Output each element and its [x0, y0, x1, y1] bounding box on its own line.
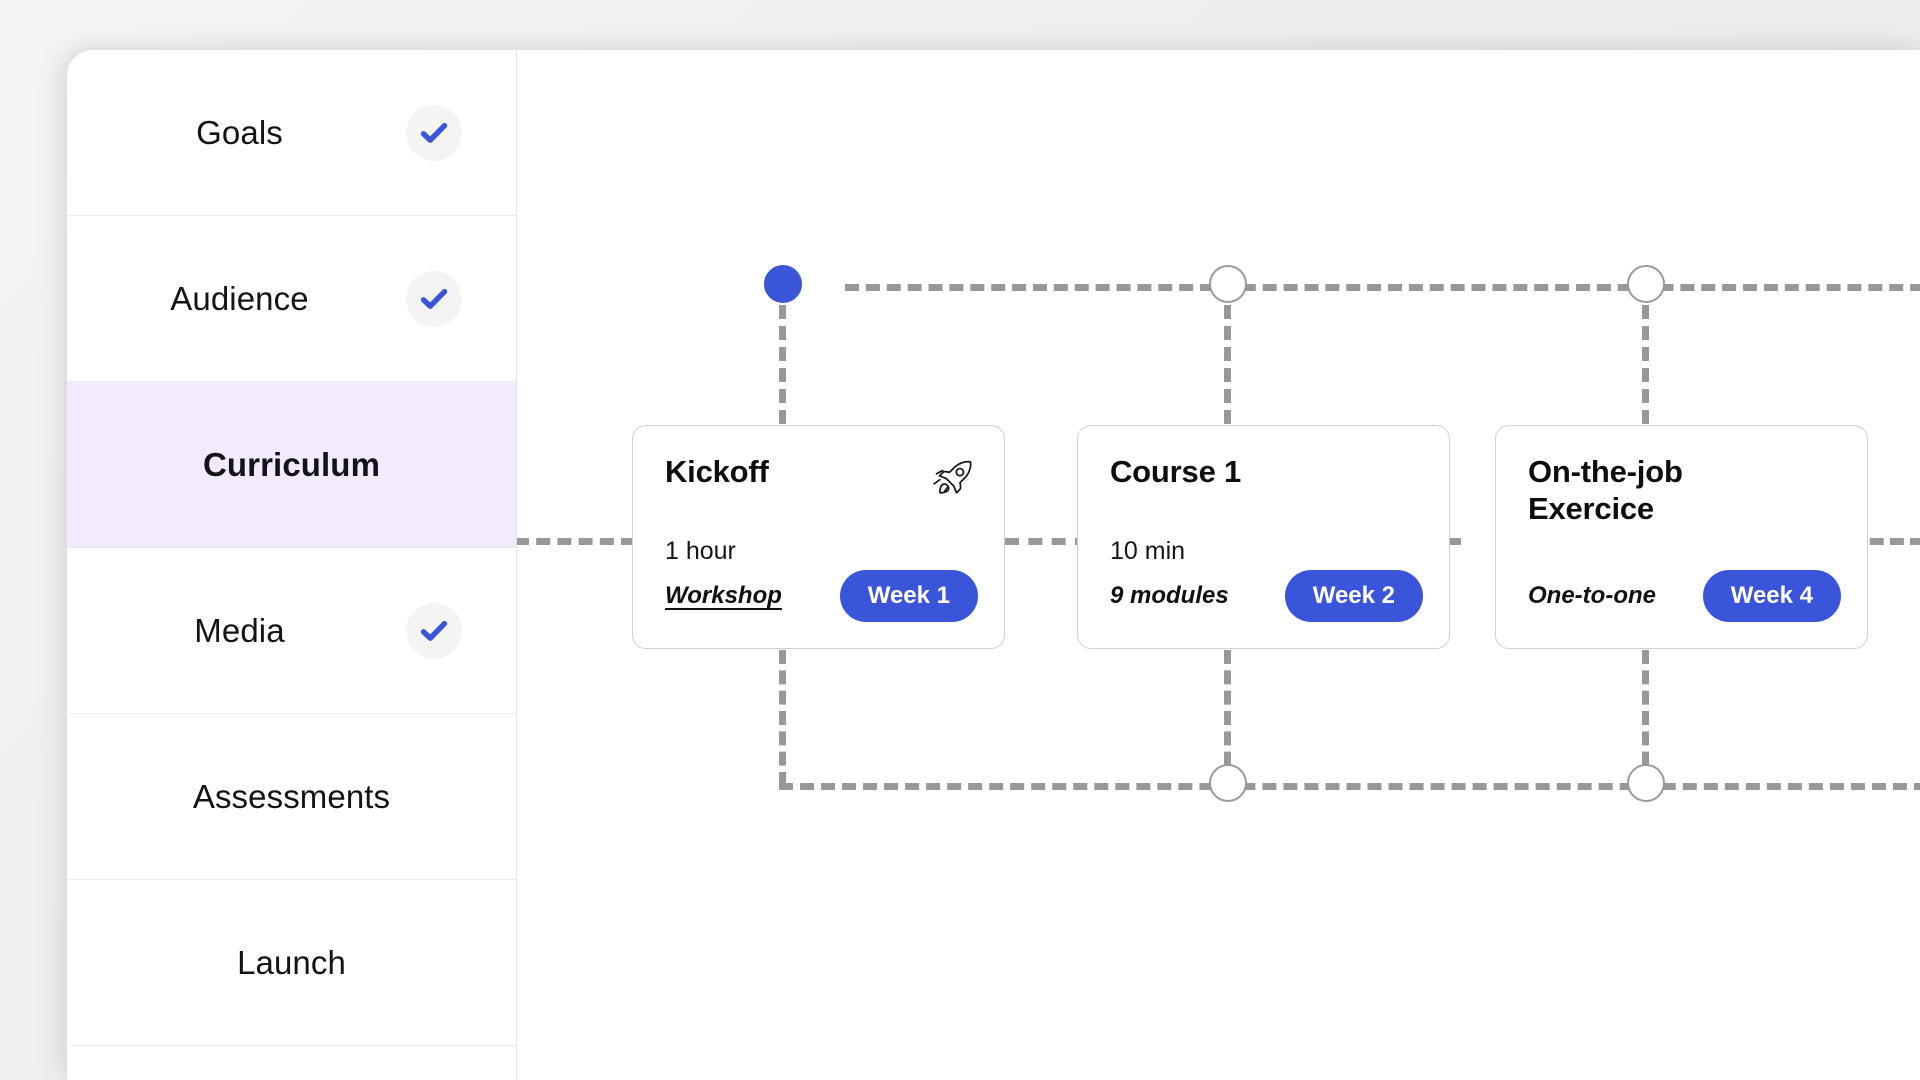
sidebar-item-goals[interactable]: Goals — [67, 50, 516, 216]
week-badge[interactable]: Week 2 — [1284, 570, 1423, 622]
connector-top-rail — [845, 284, 1920, 291]
card-footer: 9 modules Week 2 — [1110, 570, 1423, 622]
check-icon — [406, 270, 462, 327]
node-bottom-2[interactable] — [1627, 764, 1665, 802]
node-top-3[interactable] — [1627, 265, 1665, 303]
card-title: Kickoff — [665, 454, 769, 489]
node-top-2[interactable] — [1209, 265, 1247, 303]
flow-card-on-the-job-exercice[interactable]: On-the-job Exercice One-to-one Week 4 — [1495, 425, 1868, 649]
connector-sidebar-link — [517, 538, 635, 545]
sidebar-item-label: Goals — [196, 114, 283, 151]
node-bottom-1[interactable] — [1209, 764, 1247, 802]
sidebar-item-label: Audience — [170, 280, 309, 317]
sidebar-item-assessments[interactable]: Assessments — [67, 714, 516, 880]
app-panel: Goals Audience Curriculum — [67, 50, 1920, 1080]
connector-drop-2 — [1224, 284, 1231, 424]
connector-card1-to-card2 — [1005, 538, 1089, 545]
sidebar-item-audience[interactable]: Audience — [67, 216, 516, 382]
flow-card-course-1[interactable]: Course 1 10 min 9 modules Week 2 — [1077, 425, 1450, 649]
week-badge[interactable]: Week 4 — [1702, 570, 1841, 622]
connector-bottom-rail — [779, 783, 1920, 790]
card-header: On-the-job Exercice — [1528, 454, 1839, 527]
card-tag: Workshop — [665, 582, 782, 609]
sidebar-item-label: Curriculum — [202, 446, 381, 483]
connector-drop-4 — [779, 650, 786, 786]
connector-drop-5 — [1224, 650, 1231, 786]
sidebar-item-label: Media — [194, 612, 285, 649]
check-icon — [406, 602, 462, 659]
card-title: On-the-job Exercice — [1528, 454, 1683, 526]
connector-drop-3 — [1642, 284, 1649, 424]
card-footer: Workshop Week 1 — [665, 570, 978, 622]
rocket-icon — [932, 456, 976, 505]
sidebar: Goals Audience Curriculum — [67, 50, 517, 1080]
card-footer: One-to-one Week 4 — [1528, 570, 1841, 622]
week-badge[interactable]: Week 1 — [839, 570, 978, 622]
sidebar-item-label: Assessments — [192, 778, 391, 815]
card-duration: 1 hour — [665, 537, 736, 565]
node-top-1[interactable] — [764, 265, 802, 303]
sidebar-item-curriculum[interactable]: Curriculum — [67, 382, 516, 548]
connector-drop-6 — [1642, 650, 1649, 786]
check-icon — [406, 104, 462, 161]
card-tag: One-to-one — [1528, 582, 1656, 609]
card-header: Kickoff — [665, 454, 976, 505]
sidebar-item-label: Launch — [237, 944, 346, 981]
card-header: Course 1 — [1110, 454, 1421, 491]
card-tag: 9 modules — [1110, 582, 1229, 609]
connector-drop-1 — [779, 284, 786, 424]
card-duration: 10 min — [1110, 537, 1186, 565]
sidebar-item-launch[interactable]: Launch — [67, 880, 516, 1046]
curriculum-flow-canvas: Kickoff 1 hour Wor — [517, 50, 1920, 1080]
sidebar-item-media[interactable]: Media — [67, 548, 516, 714]
flow-card-kickoff[interactable]: Kickoff 1 hour Wor — [632, 425, 1005, 649]
card-title: Course 1 — [1110, 454, 1242, 489]
